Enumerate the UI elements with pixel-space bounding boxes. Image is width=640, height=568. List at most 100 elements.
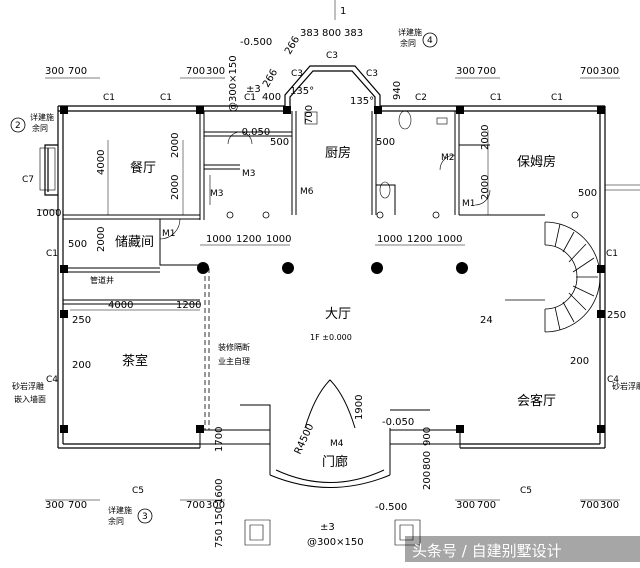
door-swings (159, 131, 491, 240)
window-c3-a: C3 (291, 69, 303, 79)
dim-dining-2000-b: 2000 (170, 175, 181, 200)
dim-bot-700-c: 700 (477, 500, 496, 511)
dim-250-left: 250 (72, 315, 91, 326)
dim-hall-1000-b: 1000 (266, 234, 291, 245)
window-c3-c: C3 (366, 69, 378, 79)
note-detail-bottom: 详建施 (108, 505, 132, 515)
level-left: -0.050 (238, 127, 270, 138)
note-decor: 装修隔断 (218, 342, 250, 352)
callout-2: 2 (15, 121, 21, 131)
note-other-bottom: 余同 (108, 516, 124, 526)
callout-circles (10, 32, 438, 524)
dim-1700: 1700 (214, 427, 225, 452)
dim-bot-700-left: 700 (68, 500, 87, 511)
note-detail-top: 详建施 (398, 27, 422, 37)
dim-750: 750 (214, 529, 225, 548)
dim-200-porch: 200 (422, 471, 433, 490)
door-m3-left: M3 (210, 189, 224, 199)
dim-hall-1000-d: 1000 (437, 234, 462, 245)
columns (60, 106, 605, 433)
dim-dining-4000: 4000 (96, 150, 107, 175)
room-nanny: 保姆房 (517, 154, 556, 170)
walls (44, 65, 606, 449)
dim-top-383: 383 (300, 28, 319, 39)
room-kitchen: 厨房 (325, 145, 351, 161)
dim-900: 900 (422, 427, 433, 446)
dim-hall-1000-c: 1000 (377, 234, 402, 245)
dim-top-300-c: 300 (456, 66, 475, 77)
note-angle-left: 135° (290, 86, 314, 97)
dim-top-700-c: 700 (477, 66, 496, 77)
window-c2: C2 (415, 93, 427, 103)
window-c5-left: C5 (132, 486, 144, 496)
dim-dining-2000-a: 2000 (170, 133, 181, 158)
fixtures (39, 110, 448, 199)
wall-ends (226, 211, 579, 219)
door-m1-storage: M1 (162, 229, 176, 239)
dim-266-a: 266 (261, 67, 280, 89)
dim-bot-700-b: 700 (186, 500, 205, 511)
axis-top: 1 (340, 6, 346, 17)
watermark-bg (405, 536, 640, 562)
dim-bot-300-left: 300 (45, 500, 64, 511)
dim-1600: 1600 (214, 479, 225, 504)
watermark-text: 头条号 / 自建别墅设计 (412, 542, 562, 560)
window-c7: C7 (22, 175, 34, 185)
dim-1000-left: 1000 (36, 208, 61, 219)
dim-500-left: 500 (270, 137, 289, 148)
dim-bot-300-d: 300 (600, 500, 619, 511)
window-c1-f: C1 (46, 249, 58, 259)
window-c4-right: C4 (607, 375, 619, 385)
dim-top-700-left: 700 (68, 66, 87, 77)
exterior-lines (40, 184, 640, 546)
door-m6: M6 (300, 187, 314, 197)
dim-top-300-d: 300 (600, 66, 619, 77)
dim-1900: 1900 (354, 395, 365, 420)
dim-tea-4000: 4000 (108, 300, 133, 311)
callout-4: 4 (427, 36, 433, 46)
dim-tea-1200: 1200 (176, 300, 201, 311)
note-detail-left: 详建施 (30, 112, 54, 122)
dim-200-right: 200 (570, 356, 589, 367)
dim-bot-300-b: 300 (206, 500, 225, 511)
window-c5-right: C5 (520, 486, 532, 496)
spiral-staircase (505, 221, 601, 333)
note-plus3-bottom: ±3 (320, 522, 335, 533)
window-c1-b: C1 (160, 93, 172, 103)
door-m4: M4 (330, 439, 344, 449)
window-c1-g: C1 (606, 249, 618, 259)
room-tea: 茶室 (122, 353, 148, 369)
room-hall: 大厅 (325, 307, 351, 322)
dim-500-ext: 500 (578, 188, 597, 199)
dim-top-700-d: 700 (580, 66, 599, 77)
level-bottom: -0.500 (375, 502, 407, 513)
dim-400: 400 (262, 92, 281, 103)
dim-800-porch: 800 (422, 451, 433, 470)
dim-top-300-b: 300 (206, 66, 225, 77)
room-dining: 餐厅 (130, 160, 156, 176)
dim-500-store: 500 (68, 239, 87, 250)
dim-bot-700-d: 700 (580, 500, 599, 511)
room-porch: 门廊 (322, 454, 348, 470)
dim-hall-1000-a: 1000 (206, 234, 231, 245)
inner-wall (63, 111, 545, 448)
window-c3-b: C3 (326, 51, 338, 61)
note-stone-right: 砂岩浮雕 (612, 381, 640, 391)
note-other-left: 余同 (32, 123, 48, 133)
dim-hall-1200-a: 1200 (236, 234, 261, 245)
dim-700-kitchen: 700 (304, 105, 315, 124)
door-m2: M2 (441, 153, 455, 163)
window-c4-left: C4 (46, 375, 58, 385)
level-porch: -0.050 (382, 417, 414, 428)
dim-500-right: 500 (376, 137, 395, 148)
callout-3: 3 (142, 512, 148, 522)
dim-top-300-left: 300 (45, 66, 64, 77)
dimension-lines (45, 0, 620, 501)
dim-store-2000: 2000 (96, 227, 107, 252)
porch-arc (200, 379, 460, 488)
dim-hall-1200-b: 1200 (407, 234, 432, 245)
dim-bot-300-c: 300 (456, 500, 475, 511)
room-living: 会客厅 (517, 393, 556, 409)
dim-250-right: 250 (607, 310, 626, 321)
decor-partition (204, 268, 210, 430)
